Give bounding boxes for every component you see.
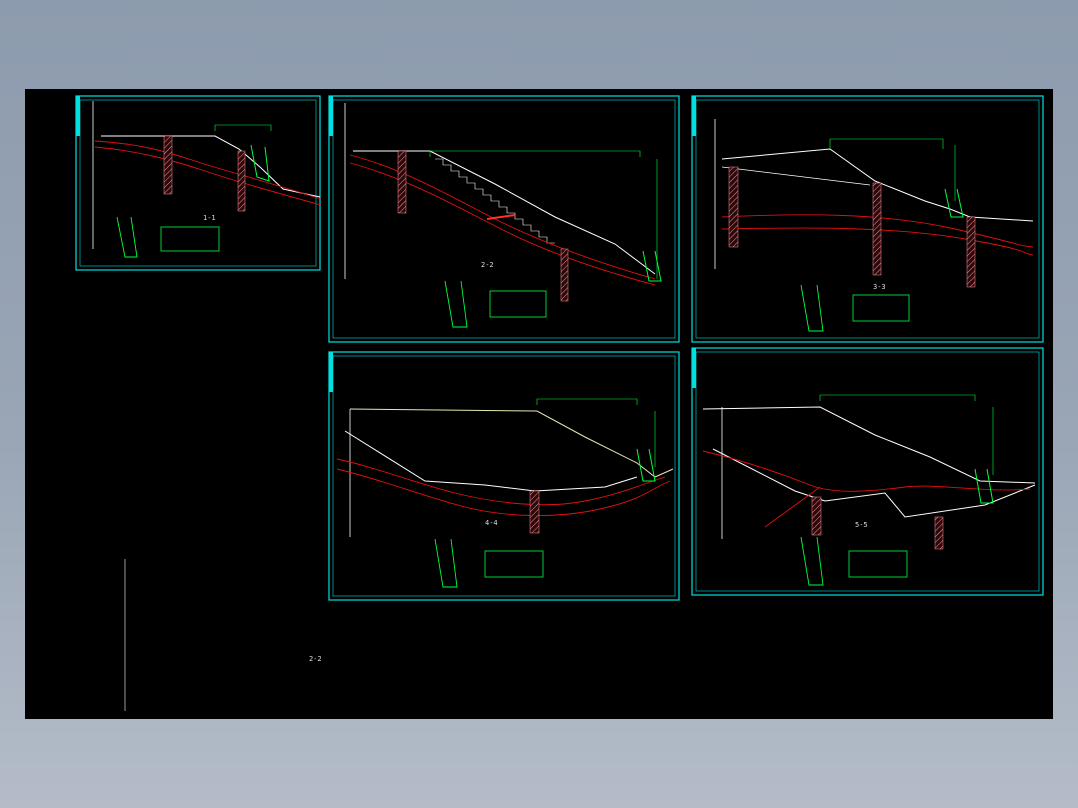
sheet-4-section-label: 4-4 xyxy=(485,519,498,527)
sheet-4-inner-frame xyxy=(332,355,676,597)
sheet-3-wall xyxy=(944,188,964,218)
sheet-2-wall xyxy=(642,250,662,282)
sheet-2-table xyxy=(489,290,547,318)
sheet-5-inner-frame xyxy=(695,351,1040,592)
sheet-5-wall-detail xyxy=(800,536,824,586)
sheet-3-wall-detail xyxy=(800,284,824,332)
sheet-4-wall xyxy=(636,448,656,482)
sheet-4-dimension xyxy=(536,398,638,405)
sheet-2-inner-frame xyxy=(332,99,676,339)
sheet-2-anchor xyxy=(486,214,516,220)
sheet-2-pile-2 xyxy=(560,248,569,302)
cad-drawing: 1-1 2-2 xyxy=(75,95,1044,711)
sheet-4-rock-layer-1 xyxy=(336,458,666,506)
sheet-5-excavation-line xyxy=(712,448,1036,518)
sheet-3-outer-frame xyxy=(691,95,1044,343)
sheet-3-table xyxy=(852,294,910,322)
sheet-5-wall xyxy=(974,468,994,504)
sheet-1-rock-layer-2 xyxy=(94,146,322,206)
sheet-3-dimension xyxy=(829,138,944,149)
sheet-5-dimension xyxy=(819,394,976,401)
sheet-1-ground-line xyxy=(101,135,321,198)
sheet-2-steps xyxy=(435,158,555,244)
sheet-1-outer-frame xyxy=(75,95,321,271)
sheet-2-section-label: 2-2 xyxy=(481,261,494,269)
sheet-3-ground-line-2 xyxy=(721,166,871,186)
sheet-4-pile-1 xyxy=(529,490,540,534)
sheet-5-section-label: 5-5 xyxy=(855,521,868,529)
sheet-1-wall-detail xyxy=(116,216,138,258)
sheet-2-title-strip xyxy=(329,96,333,136)
sheet-5-rock-layer-1 xyxy=(702,450,1031,492)
sheet-1-rock-layer-1 xyxy=(94,140,322,200)
sheet-2-pile-1 xyxy=(397,150,407,214)
sheet-3-rock-layer-1 xyxy=(721,214,1034,248)
sheet-1-pile-1 xyxy=(163,135,173,195)
sheet-3-pile-3 xyxy=(966,216,976,288)
sheet-2-wall-detail xyxy=(444,280,468,328)
sheet-4-outer-frame xyxy=(328,351,680,601)
sheet-4-wall-detail xyxy=(434,538,458,588)
sheet-3-pile-2 xyxy=(872,182,882,276)
sheet-1-inner-frame xyxy=(79,99,317,267)
cad-canvas[interactable]: 1-1 2-2 xyxy=(25,89,1053,719)
sheet-4-excavation-line xyxy=(344,430,638,492)
loose-section-label: 2-2 xyxy=(309,655,322,663)
sheet-3-rock-layer-2 xyxy=(721,227,1034,256)
sheet-2-rock-layer-2 xyxy=(349,162,656,286)
sheet-3-section-label: 3-3 xyxy=(873,283,886,291)
sheet-2-outer-frame xyxy=(328,95,680,343)
sheet-5-pile-1 xyxy=(811,496,822,536)
sheet-4-ground-line xyxy=(349,408,674,478)
sheet-1-table xyxy=(160,226,220,252)
sheet-5-outer-frame xyxy=(691,347,1044,596)
sheet-4-table xyxy=(484,550,544,578)
sheet-4-title-strip xyxy=(329,352,333,392)
loose-geometry: 2-2 xyxy=(124,559,322,711)
sheet-5-pile-2 xyxy=(934,516,944,550)
sheet-5[interactable]: 5-5 xyxy=(691,347,1044,596)
sheet-5-ground-line xyxy=(702,406,1036,484)
sheet-1-section-label: 1-1 xyxy=(203,214,216,222)
sheet-1-wall xyxy=(250,144,270,182)
sheet-3-title-strip xyxy=(692,96,696,136)
sheet-3-inner-frame xyxy=(695,99,1040,339)
sheet-5-title-strip xyxy=(692,348,696,388)
sheet-1-pile-2 xyxy=(237,150,246,212)
sheet-2-dimension xyxy=(429,150,641,157)
sheet-3[interactable]: 3-3 xyxy=(691,95,1044,343)
sheet-4-rock-layer-2 xyxy=(336,468,671,516)
sheet-4[interactable]: 4-4 xyxy=(328,351,680,601)
sheet-5-rock-layer-2 xyxy=(764,486,821,528)
sheet-1-dimension xyxy=(214,124,272,131)
sheet-2[interactable]: 2-2 xyxy=(328,95,680,343)
sheet-1[interactable]: 1-1 xyxy=(75,95,322,271)
sheet-3-pile-1 xyxy=(728,166,739,248)
sheet-1-title-strip xyxy=(76,96,80,136)
sheet-5-table xyxy=(848,550,908,578)
